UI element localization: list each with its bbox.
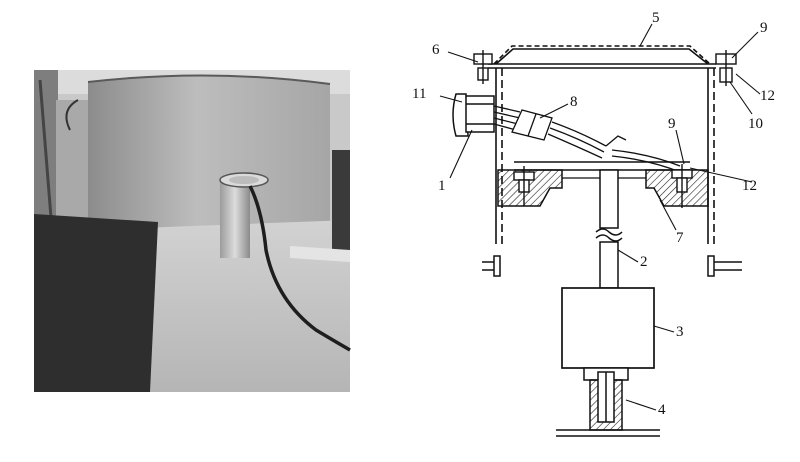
base-bolts <box>513 164 693 208</box>
callout-9-top: 9 <box>760 20 768 36</box>
top-left-bolt <box>473 50 493 84</box>
top-right-bolt <box>715 50 737 86</box>
callout-7: 7 <box>676 230 684 246</box>
protective-cover <box>493 45 711 65</box>
callout-8: 8 <box>570 94 578 110</box>
sensor-shaft <box>595 169 623 289</box>
callout-labels: 6 5 9 12 10 11 8 1 9 12 7 2 3 4 <box>412 10 775 418</box>
leader-lines <box>439 23 761 411</box>
callout-1: 1 <box>438 178 446 194</box>
callout-6: 6 <box>432 42 440 58</box>
callout-12-mid: 12 <box>742 178 757 194</box>
photo-frame <box>34 70 351 392</box>
callout-12-top: 12 <box>760 88 775 104</box>
callout-11: 11 <box>412 86 426 102</box>
callout-3: 3 <box>676 324 684 340</box>
side-mount-right <box>707 255 742 277</box>
callout-9-mid: 9 <box>668 116 676 132</box>
callout-10: 10 <box>748 116 763 132</box>
bottom-mount <box>556 367 660 437</box>
cable-connector <box>452 93 495 137</box>
side-mount-left <box>482 255 501 277</box>
callout-2: 2 <box>640 254 648 270</box>
callout-4: 4 <box>658 402 666 418</box>
callout-5: 5 <box>652 10 660 26</box>
load-cell-body <box>561 287 655 369</box>
